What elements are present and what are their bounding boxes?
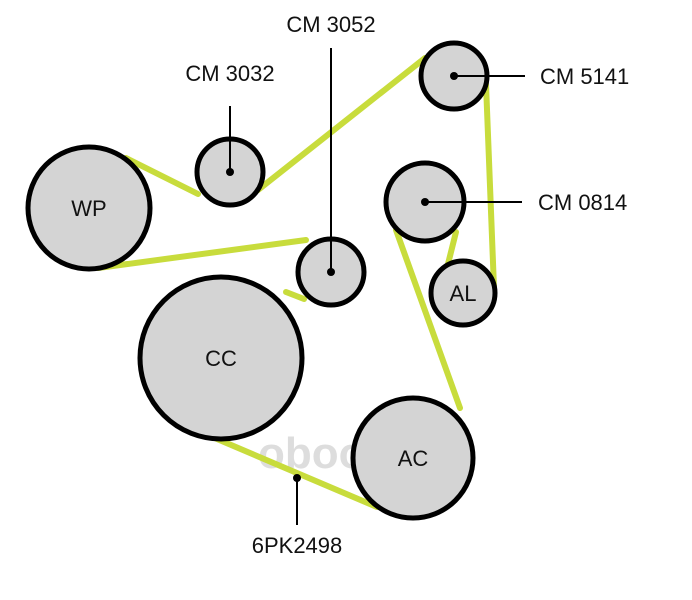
pulley-ac-label: AC [398, 446, 429, 471]
belt-segment-wp-cm3032 [123, 155, 201, 197]
pulley-wp-circle [25, 144, 153, 272]
pulley-ac: AC [350, 395, 476, 521]
pulley-al-label: AL [450, 281, 477, 306]
pulley-cc-label: CC [205, 346, 237, 371]
pulley-cc-circle [137, 274, 305, 442]
callout-6pk2498: 6PK2498 [252, 533, 343, 558]
pulley-cc: CC [137, 274, 305, 442]
belt-segment-cm3032-cm5141 [255, 55, 428, 193]
belt-segment-cm0814-ac [393, 227, 463, 411]
belt-segment-ac-cc [207, 433, 380, 510]
belt-marker-dot [293, 474, 301, 482]
belt-6pk2498 [95, 55, 497, 510]
watermark: oboo [258, 429, 366, 478]
pulley-ac-circle [350, 395, 476, 521]
belt-segment-cm5141-al [483, 81, 497, 291]
pulley-al-circle [428, 258, 498, 328]
pulley-al: AL [428, 258, 498, 328]
belt-segment-cc-cm3052 [283, 289, 307, 302]
callout-cm5141: CM 5141 [540, 64, 629, 89]
callout-cm0814: CM 0814 [538, 190, 627, 215]
belt-segment-cm3052-wp [95, 237, 309, 271]
pulley-wp-label: WP [71, 196, 106, 221]
callout-cm3052: CM 3052 [286, 12, 375, 37]
pulley-wp: WP [25, 144, 153, 272]
callout-cm3032: CM 3032 [185, 61, 274, 86]
